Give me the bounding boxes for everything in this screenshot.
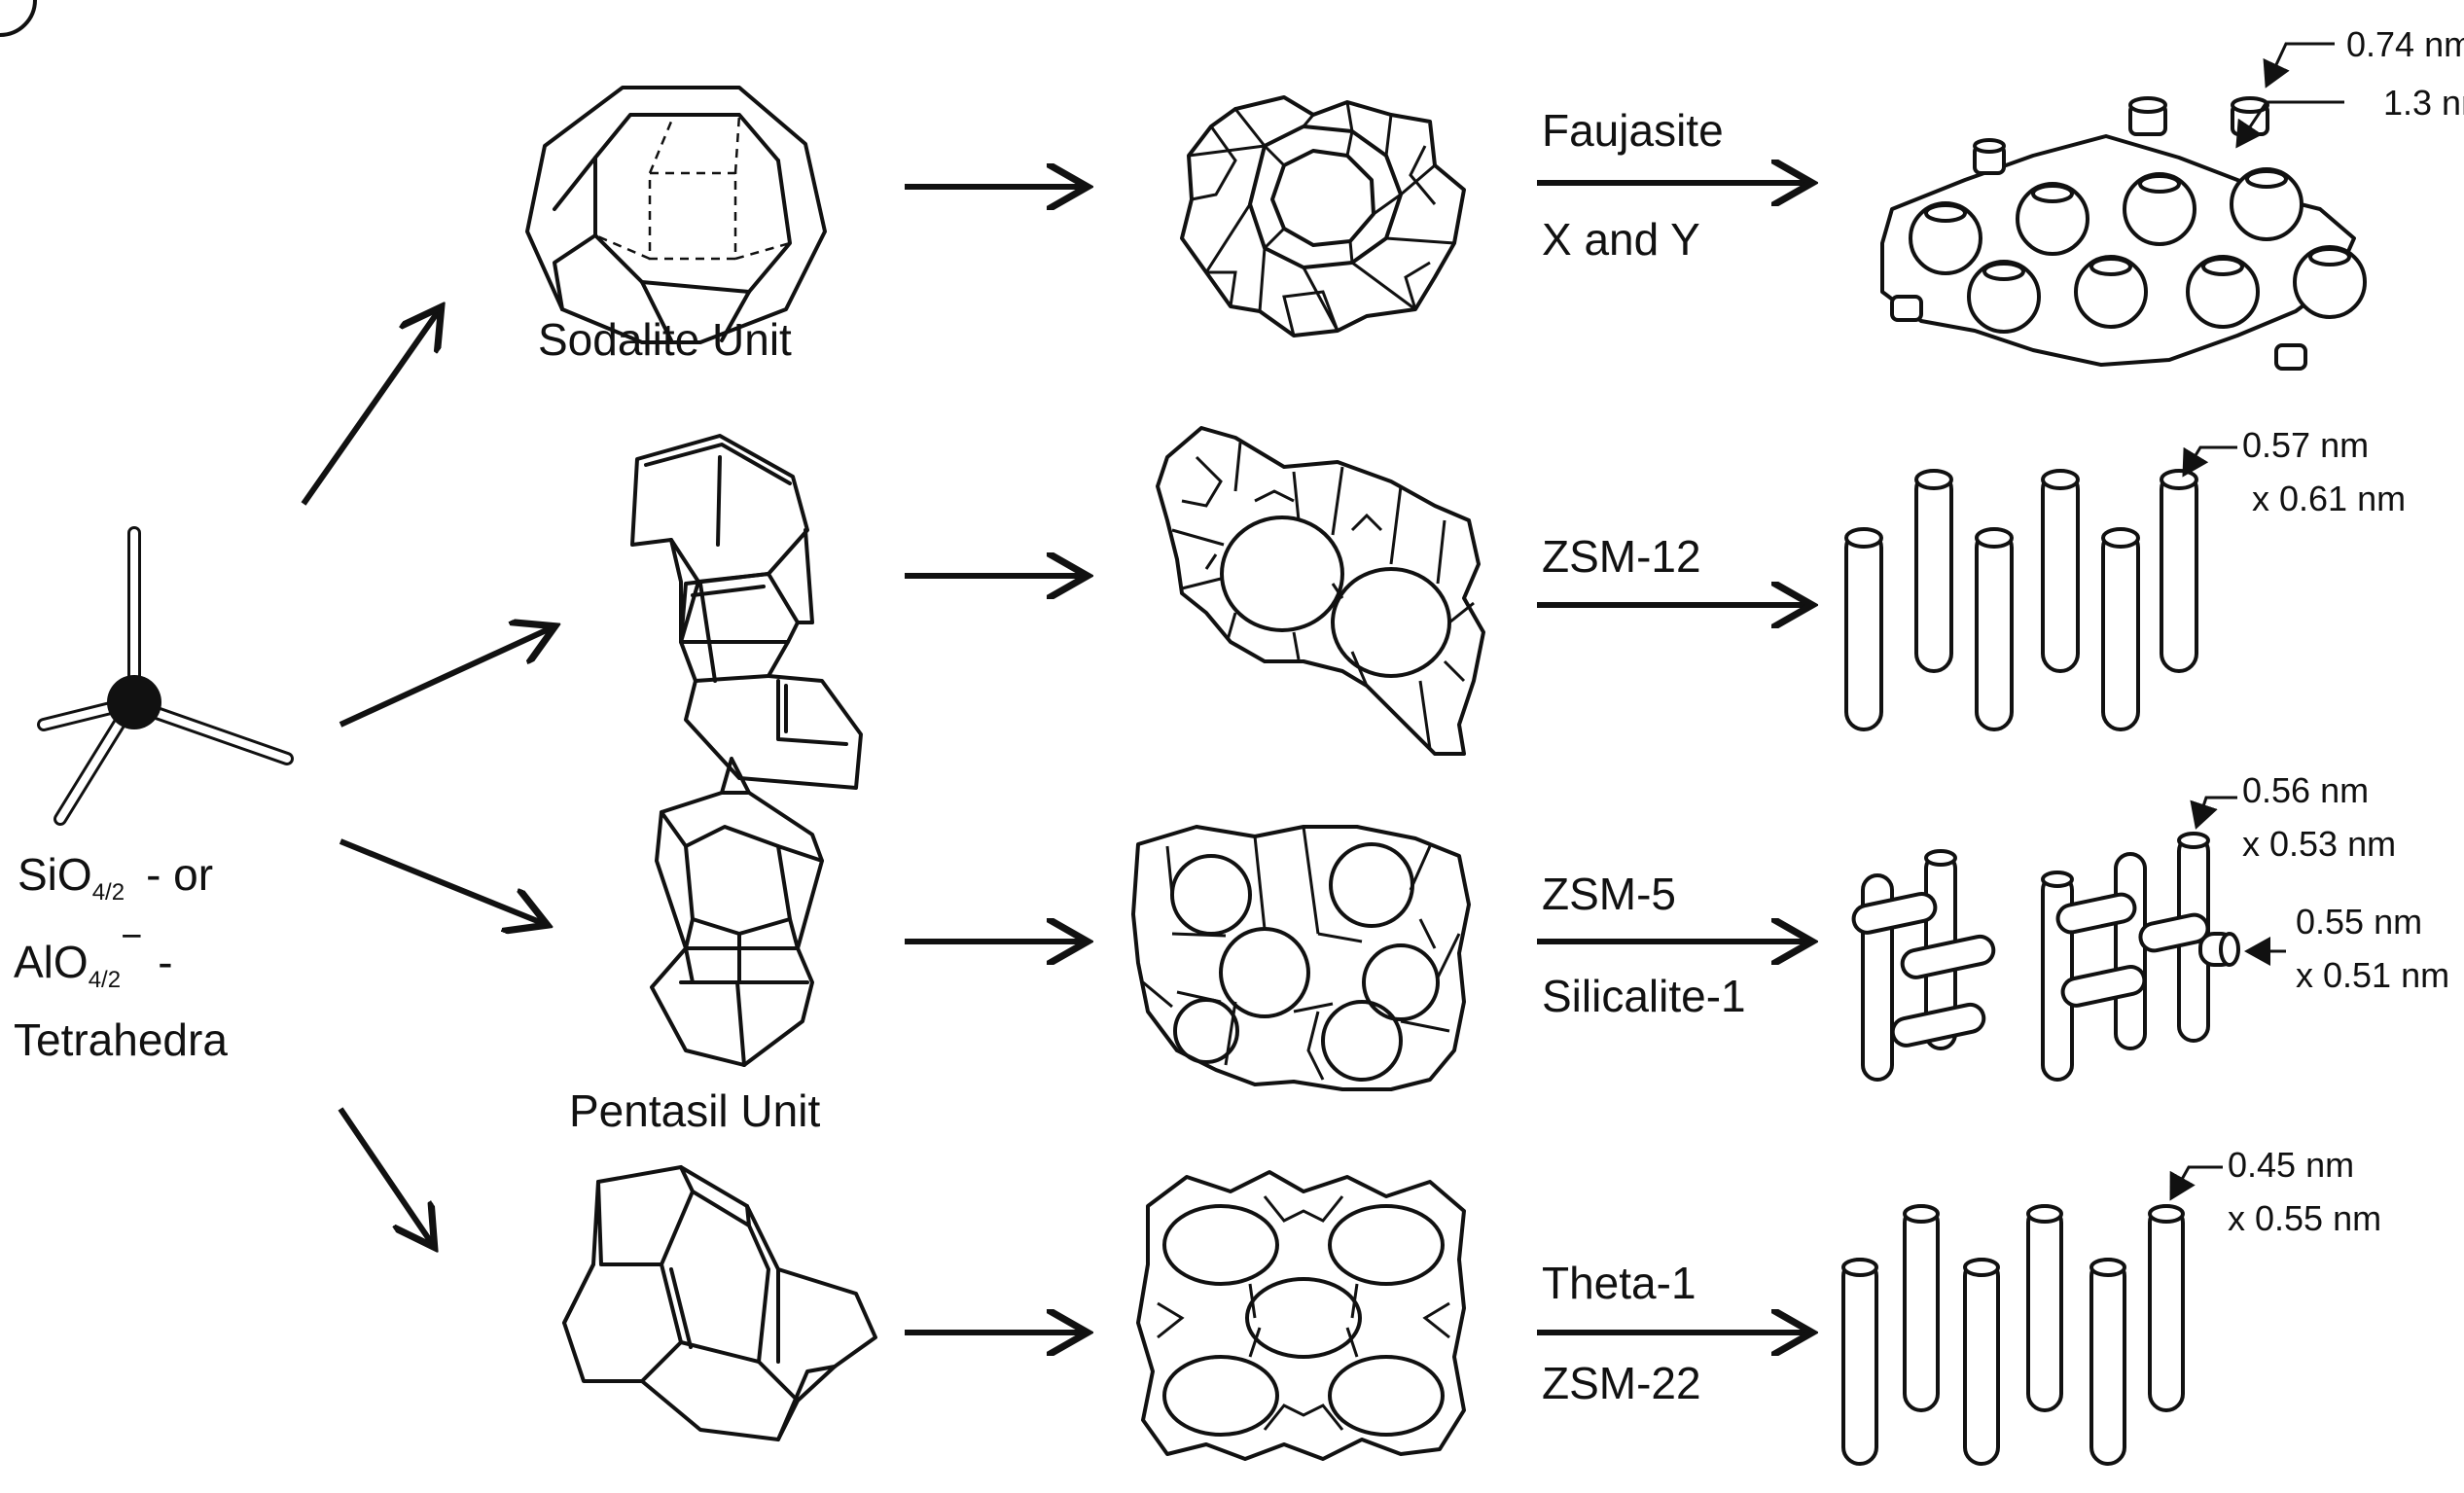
dim-label-0-57nm: 0.57 nm [2242,425,2369,465]
dim-label-0-45nm: 0.45 nm [2228,1145,2354,1185]
dim-label-0-56nm: 0.56 nm [2242,770,2369,810]
dim-label-0-51nm: x 0.51 nm [2296,955,2449,995]
pentasil-unit-icon: Pentasil Unit [569,757,824,1136]
dim-pointer-0-56 [2190,796,2237,830]
zsm5-framework-icon [1131,825,1471,1091]
theta1-framework-icon [1136,1170,1466,1461]
sodalite-unit-label: Sodalite Unit [538,314,792,365]
dim-label-0-55nm: 0.55 nm [2296,902,2422,942]
arrow-to-unit-4 [338,1107,433,1245]
faujasite-pore-structure-icon [0,0,2367,371]
zeolite-name-zsm22: ZSM-22 [1542,1358,1701,1408]
dim-pointer-1-3 [2235,100,2344,149]
zsm12-framework-icon [1156,426,1485,756]
building-unit-4-icon [562,1165,877,1441]
zeolite-name-silicalite1: Silicalite-1 [1542,971,1746,1021]
zeolite-name-zsm12: ZSM-12 [1542,531,1701,582]
dim-label-0-55nm-b: x 0.55 nm [2228,1198,2381,1238]
arrow-to-pentasil [339,838,545,924]
zeolite-name-x-and-y: X and Y [1542,214,1700,265]
dim-label-0-61nm: x 0.61 nm [2252,479,2406,518]
dim-label-1-3nm: 1.3 nm [2383,83,2464,123]
sodalite-unit-icon: Sodalite Unit [525,86,827,365]
svg-text:SiO4/2- or: SiO4/2- or [18,849,213,906]
faujasite-framework-icon [1180,95,1466,338]
arrow-to-sodalite [301,309,440,506]
theta1-pore-structure-icon [1841,1204,2185,1466]
dim-pointer-0-45 [2169,1165,2223,1201]
building-unit-2-icon [630,434,863,790]
svg-text:Tetrahedra: Tetrahedra [14,1014,228,1065]
zsm5-pore-structure-icon [1851,832,2240,1082]
pentasil-unit-label: Pentasil Unit [569,1085,820,1136]
arrow-to-unit-2 [339,627,553,728]
zeolite-name-faujasite: Faujasite [1542,105,1724,156]
dim-pointer-0-74 [2263,42,2335,89]
dim-label-0-74nm: 0.74 nm [2346,24,2464,64]
svg-text:AlO4/2−-: AlO4/2−- [14,916,173,993]
tetrahedra-label: SiO4/2- or AlO4/2−- Tetrahedra [14,849,228,1065]
zeolite-name-theta1: Theta-1 [1542,1258,1696,1308]
dim-pointer-0-57 [2182,445,2237,478]
tetrahedron-icon [37,526,294,826]
zsm12-pore-structure-icon [1844,469,2198,731]
zeolite-name-zsm5: ZSM-5 [1542,869,1676,919]
dim-label-0-53nm: x 0.53 nm [2242,824,2396,864]
